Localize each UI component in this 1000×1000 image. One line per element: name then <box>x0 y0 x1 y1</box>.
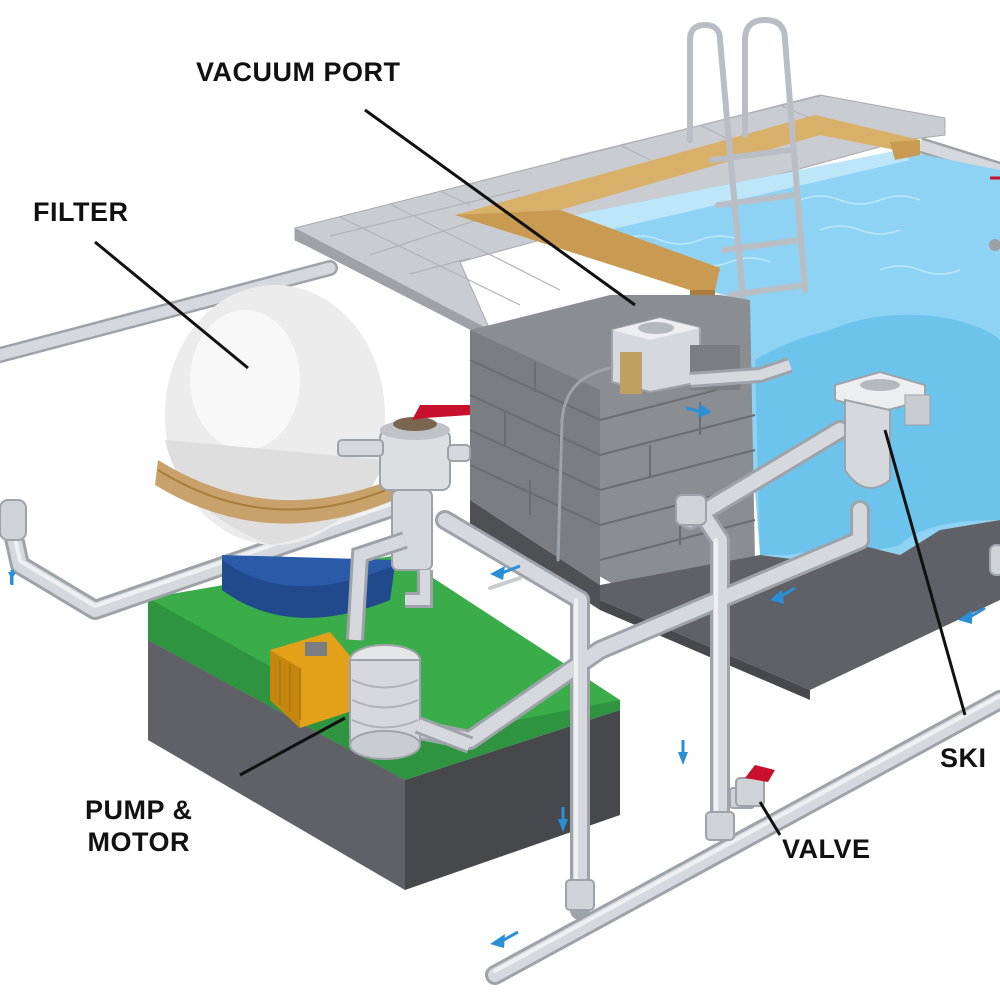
valve-label: VALVE <box>782 834 871 864</box>
valve-handle-icon <box>745 765 775 782</box>
background-pipes <box>0 137 1000 363</box>
leader-line-vacuum-port <box>364 108 636 307</box>
leader-line-valve <box>758 801 782 836</box>
flow-arrow-icon <box>958 610 972 624</box>
filter-label: FILTER <box>33 197 129 227</box>
skimmer-label: SKI <box>940 743 987 773</box>
flow-arrow-icon <box>490 566 505 580</box>
pump-motor-label: PUMP & MOTOR <box>85 795 193 857</box>
callout-lines <box>94 108 967 836</box>
skimmer <box>834 370 931 489</box>
leader-line-filter <box>94 240 249 370</box>
flow-arrow-icon <box>558 819 568 832</box>
inline-valve <box>735 765 775 807</box>
ladder-icon <box>687 16 808 323</box>
vacuum-port <box>611 316 793 394</box>
flow-arrows <box>8 176 1000 948</box>
flow-arrow-icon <box>770 590 784 604</box>
flow-arrow-icon <box>490 934 505 948</box>
leader-line-pump <box>239 716 346 777</box>
vacuum-port-label: VACUUM PORT <box>196 57 401 87</box>
pump-motor <box>270 632 474 760</box>
leader-line-skimmer <box>883 429 967 716</box>
filter <box>155 285 398 618</box>
valve-handle-icon <box>412 405 470 420</box>
multiport-valve <box>337 405 471 641</box>
flow-arrow-icon <box>678 752 688 765</box>
return-jet-icon <box>989 239 1000 251</box>
flow-arrow-icon <box>698 404 712 418</box>
